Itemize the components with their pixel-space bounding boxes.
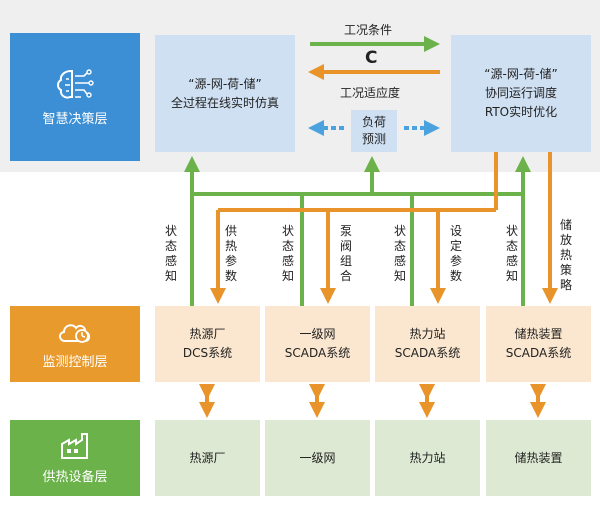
equipment-box-primary-network: 一级网 <box>265 420 370 496</box>
state-sensing-bus <box>190 192 525 306</box>
cycle-icon: C <box>365 48 378 68</box>
simulation-title: “源-网-荷-储” <box>188 76 262 91</box>
signal-label-state-sensing: 状态感知 <box>164 224 177 283</box>
scheduling-subtitle: 协同运行调度 <box>484 86 557 100</box>
load-forecast-line1: 负荷 <box>361 115 386 129</box>
scada-box-line1: 热力站 <box>409 327 446 341</box>
equipment-box-storage: 储热装置 <box>486 420 591 496</box>
scheduling-title: “源-网-荷-储” <box>484 67 558 81</box>
working-condition-label: 工况条件 <box>344 23 393 37</box>
equipment-box-heat-source: 热源厂 <box>155 420 260 496</box>
load-forecast-box: 负荷 预测 <box>351 110 397 152</box>
signal-label-storage-strategy: 储放热策略 <box>559 218 572 292</box>
scada-box-heat-source: 热源厂 DCS系统 <box>155 306 260 382</box>
equipment-box-substation: 热力站 <box>375 420 480 496</box>
scada-box-primary-network: 一级网 SCADA系统 <box>265 306 370 382</box>
simulation-subtitle: 全过程在线实时仿真 <box>170 95 279 110</box>
scada-box-storage: 储热装置 SCADA系统 <box>486 306 591 382</box>
signal-label-state-sensing: 状态感知 <box>393 224 406 283</box>
signal-label-setpoints: 设定参数 <box>449 224 462 283</box>
scada-box-line1: 热源厂 <box>189 327 226 341</box>
signal-label-supply-params: 供热参数 <box>224 224 237 283</box>
scada-box-line2: SCADA系统 <box>394 346 461 360</box>
signal-label-pump-valve: 泵阀组合 <box>339 224 352 283</box>
decision-layer-label: 智慧决策层 <box>10 33 140 161</box>
load-forecast-line2: 预测 <box>361 132 386 146</box>
equipment-layer-label: 供热设备层 <box>10 420 140 496</box>
rto-subtitle: RTO实时优化 <box>484 105 558 119</box>
control-bus <box>216 152 498 290</box>
scada-box-line2: SCADA系统 <box>505 346 572 360</box>
scada-box-line2: SCADA系统 <box>284 346 351 360</box>
brain-circuit-icon <box>57 68 94 98</box>
scada-box-substation: 热力站 SCADA系统 <box>375 306 480 382</box>
scada-box-line1: 一级网 <box>299 327 336 341</box>
equipment-layer-text: 供热设备层 <box>42 469 108 485</box>
scheduling-box: “源-网-荷-储” 协同运行调度 RTO实时优化 <box>451 35 591 152</box>
adaptability-label: 工况适应度 <box>340 86 401 100</box>
monitor-layer-label: 监测控制层 <box>10 306 140 382</box>
signal-label-state-sensing: 状态感知 <box>505 224 518 283</box>
cloud-gauge-icon <box>59 323 91 343</box>
scada-box-line1: 储热装置 <box>514 327 563 341</box>
simulation-box: “源-网-荷-储” 全过程在线实时仿真 <box>155 35 295 152</box>
scada-box-line2: DCS系统 <box>182 346 233 360</box>
monitor-layer-text: 监测控制层 <box>42 354 108 370</box>
signal-label-state-sensing: 状态感知 <box>281 224 294 283</box>
factory-icon <box>61 432 88 459</box>
link-arrows <box>199 384 546 418</box>
decision-layer-text: 智慧决策层 <box>42 111 108 127</box>
